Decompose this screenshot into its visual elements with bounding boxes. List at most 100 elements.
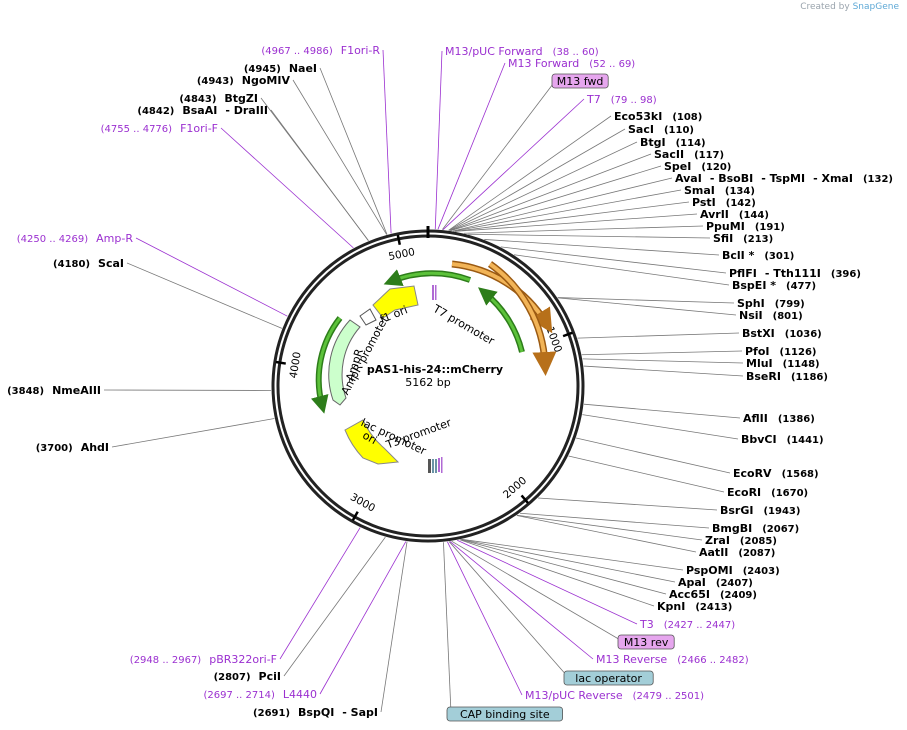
site-label-smai[interactable]: SmaI(134)	[684, 184, 755, 197]
site-label-pbr322ori-f[interactable]: (2948 .. 2967)pBR322ori-F	[130, 653, 277, 666]
site-name: AvaI- BsoBI- TspMI- XmaI(132)	[675, 172, 893, 185]
site-label-sfii[interactable]: SfiI(213)	[713, 232, 773, 245]
box-label: CAP binding site	[460, 708, 550, 721]
site-label-acc65i[interactable]: Acc65I(2409)	[669, 588, 757, 601]
box-label: M13 rev	[624, 636, 669, 649]
site-label-lac-operator[interactable]: lac operator	[563, 670, 654, 686]
feature-t7-promoter-arc	[383, 269, 472, 286]
site-label-bbvci[interactable]: BbvCI(1441)	[741, 433, 824, 446]
site-label-bspqi[interactable]: (2691)BspQI- SapI	[253, 706, 378, 719]
site-label-psti[interactable]: PstI(142)	[692, 196, 756, 209]
snapgene-watermark: Created by SnapGene	[800, 2, 899, 12]
site-label-bstxi[interactable]: BstXI(1036)	[742, 327, 822, 340]
site-label-pflfi[interactable]: PflFI- Tth111I(396)	[729, 267, 861, 280]
site-name: BstXI(1036)	[742, 327, 822, 340]
tick-label-4000: 4000	[288, 351, 304, 379]
tick-3000	[351, 511, 359, 522]
site-label-ngomiv[interactable]: (4943)NgoMIV	[197, 74, 291, 87]
site-label-kpni[interactable]: KpnI(2413)	[657, 600, 732, 613]
site-label-l4440[interactable]: (2697 .. 2714)L4440	[203, 688, 317, 701]
site-label-m13-reverse[interactable]: M13 Reverse(2466 .. 2482)	[596, 653, 749, 666]
site-label-scai[interactable]: (4180)ScaI	[53, 257, 124, 270]
tick-2000	[520, 494, 530, 504]
site-label-spei[interactable]: SpeI(120)	[664, 160, 731, 173]
tick-label-3000: 3000	[348, 491, 377, 515]
site-label-nmeaiii[interactable]: (3848)NmeAIII	[7, 384, 101, 397]
site-name: BmgBI(2067)	[712, 522, 799, 535]
site-label-bspei[interactable]: BspEI *(477)	[732, 279, 816, 292]
site-label-ecori[interactable]: EcoRI(1670)	[727, 486, 808, 499]
site-name: (4250 .. 4269)Amp-R	[17, 232, 134, 245]
site-name: (4180)ScaI	[53, 257, 124, 270]
site-label-apai[interactable]: ApaI(2407)	[678, 576, 753, 589]
site-label-naei[interactable]: (4945)NaeI	[244, 62, 317, 75]
site-label-avai[interactable]: AvaI- BsoBI- TspMI- XmaI(132)	[675, 172, 893, 185]
right-labels: M13/pUC Forward(38 .. 60)M13 Forward(52 …	[445, 45, 893, 722]
site-name: SpeI(120)	[664, 160, 731, 173]
site-name: (4842)BsaAI- DraIII	[137, 104, 268, 117]
site-label-btgi[interactable]: BtgI(114)	[640, 136, 706, 149]
site-label-f1ori-f[interactable]: (4755 .. 4776)F1ori-F	[101, 122, 218, 135]
site-label-aflii[interactable]: AflII(1386)	[743, 412, 815, 425]
site-name: BtgI(114)	[640, 136, 706, 149]
feature-green-right-arc	[478, 287, 525, 353]
box-label: lac operator	[575, 672, 642, 685]
site-name: T3(2427 .. 2447)	[639, 618, 735, 631]
site-label-zrai[interactable]: ZraI(2085)	[705, 534, 777, 547]
site-label-cap-binding-site[interactable]: CAP binding site	[446, 706, 563, 722]
site-label-t3[interactable]: T3(2427 .. 2447)	[639, 618, 735, 631]
tick-5000	[396, 234, 402, 246]
site-label-m13-puc-forward[interactable]: M13/pUC Forward(38 .. 60)	[445, 45, 599, 58]
site-label-bsaai[interactable]: (4842)BsaAI- DraIII	[137, 104, 268, 117]
site-label-nsii[interactable]: NsiI(801)	[739, 309, 803, 322]
site-label-ahdi[interactable]: (3700)AhdI	[36, 441, 109, 454]
site-label-mlui[interactable]: MluI(1148)	[746, 357, 820, 370]
plasmid-name: pAS1-his-24::mCherry	[367, 363, 503, 376]
site-label-m13-fwd[interactable]: M13 fwd	[551, 73, 609, 89]
site-name: (2807)PciI	[214, 670, 281, 683]
tick-1000	[562, 331, 573, 338]
site-name: PpuMI(191)	[706, 220, 785, 233]
feature-ampr-promoter-shape	[359, 308, 377, 326]
tick-4000	[275, 360, 286, 365]
site-label-bseri[interactable]: BseRI(1186)	[746, 370, 828, 383]
site-label-m13-puc-reverse[interactable]: M13/pUC Reverse(2479 .. 2501)	[525, 689, 704, 702]
leader-lines	[103, 49, 744, 714]
site-label-bsrgi[interactable]: BsrGI(1943)	[720, 504, 800, 517]
site-label-ppumi[interactable]: PpuMI(191)	[706, 220, 785, 233]
site-label-btgzi[interactable]: (4843)BtgZI	[179, 92, 258, 105]
site-label-pcii[interactable]: (2807)PciI	[214, 670, 281, 683]
site-name: M13/pUC Reverse(2479 .. 2501)	[525, 689, 704, 702]
site-name: PstI(142)	[692, 196, 756, 209]
site-label-f1ori-r[interactable]: (4967 .. 4986)F1ori-R	[261, 44, 380, 57]
site-name: (4945)NaeI	[244, 62, 317, 75]
site-label-bcli[interactable]: BclI *(301)	[722, 249, 794, 262]
box-label: M13 fwd	[557, 75, 604, 88]
site-label-pspomi[interactable]: PspOMI(2403)	[686, 564, 780, 577]
plasmid-length: 5162 bp	[405, 376, 450, 389]
site-label-aatii[interactable]: AatII(2087)	[699, 546, 775, 559]
site-name: AvrII(144)	[700, 208, 769, 221]
site-label-pfoi[interactable]: PfoI(1126)	[745, 345, 816, 358]
site-name: BseRI(1186)	[746, 370, 828, 383]
site-label-avrii[interactable]: AvrII(144)	[700, 208, 769, 221]
tick-label-2000: 2000	[501, 475, 529, 501]
site-label-saci[interactable]: SacI(110)	[628, 123, 694, 136]
site-label-t7[interactable]: T7(79 .. 98)	[586, 93, 657, 106]
site-label-amp-r[interactable]: (4250 .. 4269)Amp-R	[17, 232, 134, 245]
site-name: ApaI(2407)	[678, 576, 753, 589]
site-label-bmgbi[interactable]: BmgBI(2067)	[712, 522, 799, 535]
site-name: SfiI(213)	[713, 232, 773, 245]
site-label-sphi[interactable]: SphI(799)	[737, 297, 805, 310]
site-name: KpnI(2413)	[657, 600, 732, 613]
site-label-sacii[interactable]: SacII(117)	[654, 148, 724, 161]
site-label-m13-forward[interactable]: M13 Forward(52 .. 69)	[508, 57, 635, 70]
site-label-m13-rev[interactable]: M13 rev	[617, 634, 675, 650]
site-name: SacII(117)	[654, 148, 724, 161]
site-label-ecorv[interactable]: EcoRV(1568)	[733, 467, 819, 480]
site-name: ZraI(2085)	[705, 534, 777, 547]
site-name: EcoRI(1670)	[727, 486, 808, 499]
site-label-eco53ki[interactable]: Eco53kI(108)	[614, 110, 702, 123]
feature-ori-shape	[344, 419, 400, 465]
